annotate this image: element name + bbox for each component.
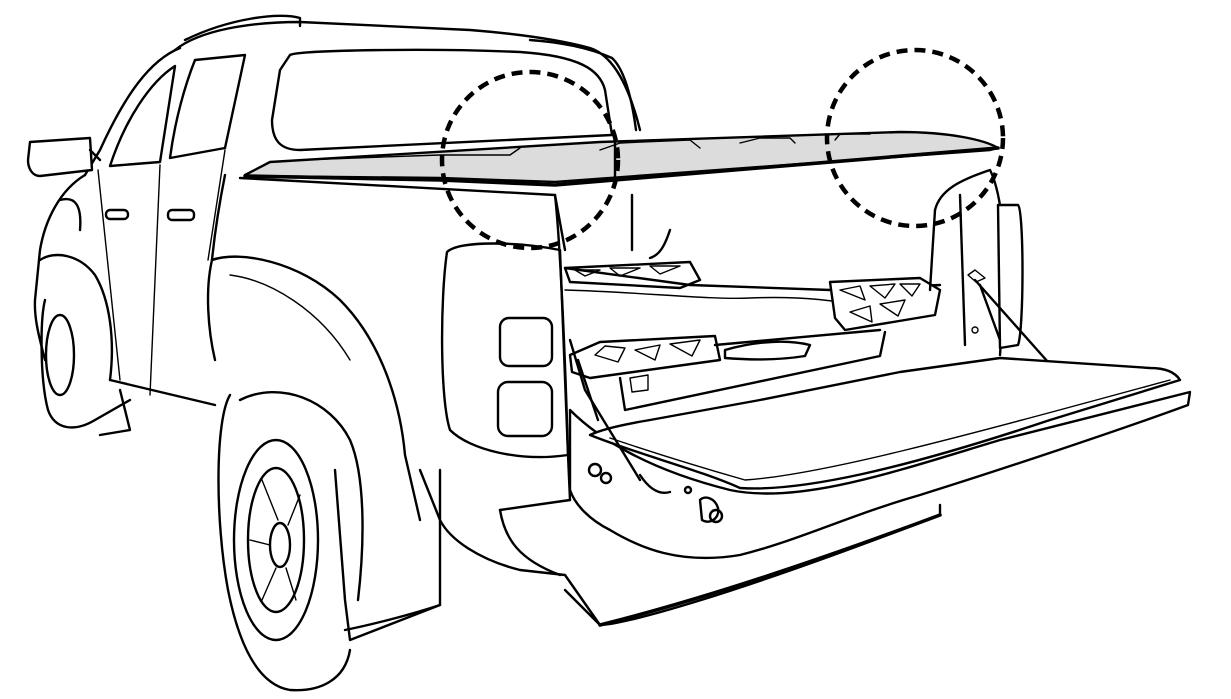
rear-bumper — [418, 468, 942, 627]
tonneau-cover-rail — [243, 130, 1000, 187]
callout-left-rail-end — [439, 69, 621, 251]
right-bed-side — [928, 168, 1050, 364]
tail-light-assembly — [440, 193, 572, 502]
truck-bed-side — [206, 173, 567, 692]
callout-circles — [439, 47, 1006, 251]
tailgate — [568, 338, 1192, 560]
truck-cab — [26, 14, 642, 437]
bed-interior — [563, 193, 942, 412]
callout-right-rail-end — [824, 47, 1006, 229]
